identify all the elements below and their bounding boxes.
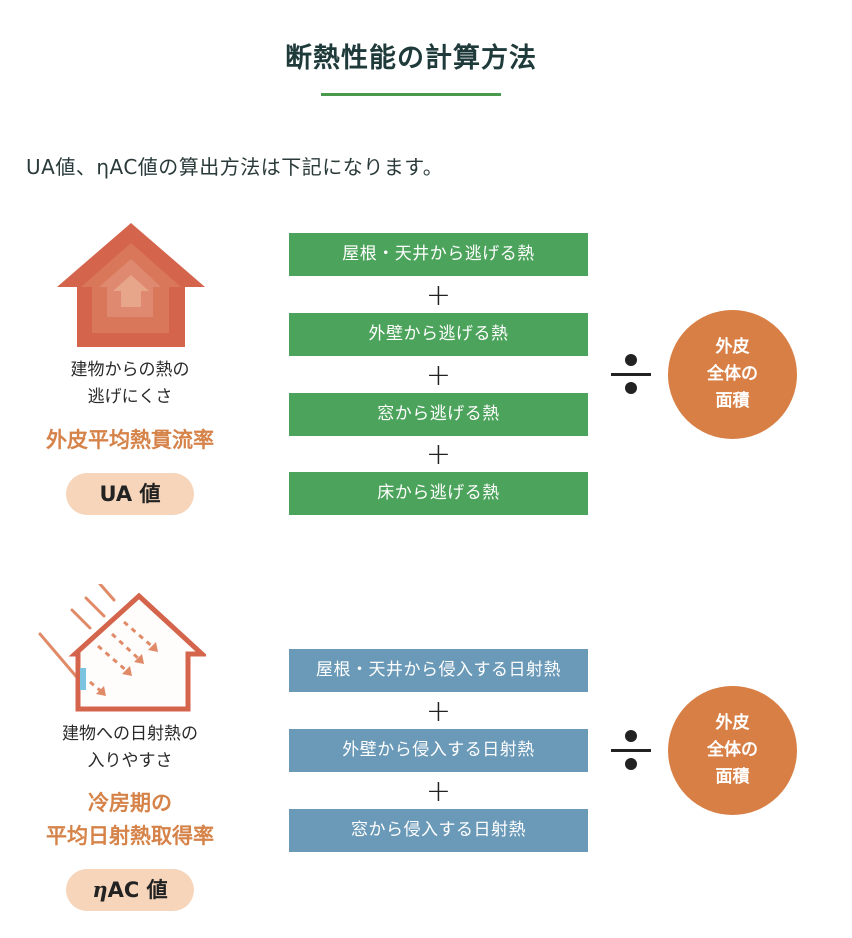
plus-icon: + — [425, 437, 452, 472]
eta-symbol: η — [92, 877, 108, 902]
ua-term-roof: 屋根・天井から逃げる熱 — [289, 233, 588, 276]
eta-term-window: 窓から侵入する日射熱 — [289, 809, 588, 852]
ua-description-line: 逃げにくさ — [87, 387, 173, 407]
plus-icon: + — [425, 694, 452, 729]
eta-metric-name: 冷房期の 平均日射熱取得率 — [20, 787, 240, 853]
house-solar-gain-icon — [38, 584, 206, 712]
eta-metric-name-line: 冷房期の — [88, 791, 172, 815]
eta-description-line: 入りやすさ — [87, 751, 173, 771]
ua-description-line: 建物からの熱の — [70, 360, 190, 380]
eta-badge-wrap: ηAC 値 — [20, 869, 240, 911]
intro-text: UA値、ηAC値の算出方法は下記になります。 — [26, 155, 444, 179]
divisor-line: 面積 — [715, 767, 750, 787]
eta-description: 建物への日射熱の 入りやすさ — [20, 721, 240, 775]
eta-badge-label: AC 値 — [107, 878, 168, 902]
ua-metric-name: 外皮平均熱貫流率 — [20, 424, 240, 457]
eta-term-roof: 屋根・天井から侵入する日射熱 — [289, 649, 588, 692]
ua-term-floor: 床から逃げる熱 — [289, 472, 588, 515]
eta-term-wall: 外壁から侵入する日射熱 — [289, 729, 588, 772]
divide-icon — [611, 354, 651, 394]
page-title: 断熱性能の計算方法 — [285, 43, 537, 74]
ua-term-wall: 外壁から逃げる熱 — [289, 313, 588, 356]
divisor-line: 外皮 — [715, 713, 750, 733]
divisor-line: 全体の — [707, 364, 758, 384]
plus-icon: + — [425, 278, 452, 313]
ua-term-window: 窓から逃げる熱 — [289, 393, 588, 436]
divisor-line: 面積 — [715, 391, 750, 411]
ua-description: 建物からの熱の 逃げにくさ — [20, 357, 240, 411]
plus-icon: + — [425, 358, 452, 393]
ua-badge: UA 値 — [66, 473, 194, 515]
ua-divisor-circle: 外皮 全体の 面積 — [668, 310, 797, 439]
divisor-line: 全体の — [707, 740, 758, 760]
title-underline — [321, 93, 501, 96]
ua-badge-wrap: UA 値 — [20, 473, 240, 515]
plus-icon: + — [425, 774, 452, 809]
divide-icon — [611, 730, 651, 770]
house-heat-loss-icon — [57, 223, 205, 347]
eta-ac-badge: ηAC 値 — [66, 869, 194, 911]
ua-metric-name-line: 外皮平均熱貫流率 — [46, 428, 214, 452]
eta-metric-name-line: 平均日射熱取得率 — [46, 824, 214, 848]
eta-description-line: 建物への日射熱の — [62, 724, 198, 744]
eta-divisor-circle: 外皮 全体の 面積 — [668, 686, 797, 815]
divisor-line: 外皮 — [715, 337, 750, 357]
